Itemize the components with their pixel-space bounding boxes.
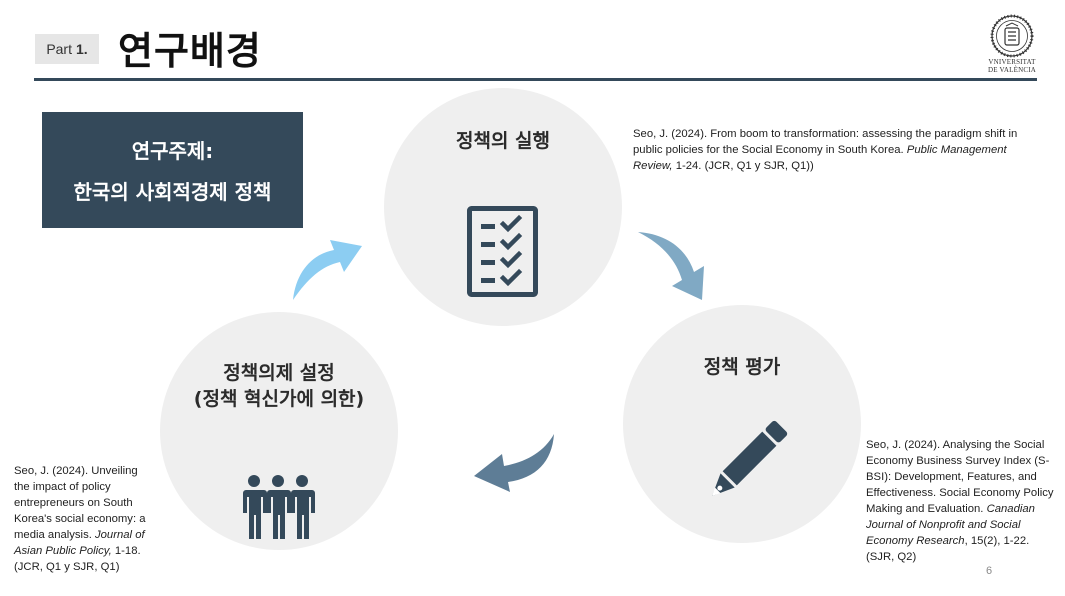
reference-text: Seo, J. (2024). From boom to transformat…	[633, 128, 1018, 156]
pencil-icon	[712, 420, 788, 496]
university-seal-icon	[990, 14, 1034, 58]
reference-evaluation: Seo, J. (2024). Analysing the Social Eco…	[866, 437, 1058, 565]
reference-journal: Canadian Journal of Nonprofit and Social…	[866, 503, 1035, 547]
logo-line-2: DE VALÈNCIA	[987, 66, 1037, 74]
people-icon	[243, 475, 315, 539]
reference-details: , 15(2), 1-22. (SJR, Q2)	[866, 535, 1030, 563]
header-divider	[34, 78, 1037, 81]
reference-text: Seo, J. (2024). Analysing the Social Eco…	[866, 439, 1054, 515]
label-implementation: 정책의 실행	[455, 130, 550, 152]
part-number: 1.	[76, 41, 88, 57]
curved-arrow-icon	[474, 434, 554, 492]
topic-line-1: 연구주제:	[131, 139, 214, 163]
page-number: 6	[986, 565, 993, 577]
curved-arrow-icon	[293, 240, 362, 300]
curved-arrow-icon	[638, 232, 704, 300]
reference-implementation: Seo, J. (2024). From boom to transformat…	[633, 126, 1023, 174]
topic-line-2: 한국의 사회적경제 정책	[73, 180, 272, 204]
checklist-icon	[467, 206, 538, 297]
reference-details: 1-24. (JCR, Q1 y SJR, Q1))	[672, 160, 814, 172]
label-agenda-line-2: (정책 혁신가에 의한)	[193, 388, 365, 410]
circle-evaluation	[623, 305, 861, 543]
reference-text: Seo, J. (2024). Unveiling the impact of …	[14, 465, 146, 541]
page-title: 연구배경	[118, 29, 262, 73]
reference-journal: Public Management Review,	[633, 144, 1007, 172]
label-evaluation: 정책 평가	[703, 356, 781, 378]
label-agenda-setting: 정책의제 설정 (정책 혁신가에 의한)	[160, 360, 398, 412]
reference-agenda-setting: Seo, J. (2024). Unveiling the impact of …	[14, 463, 156, 575]
research-topic-box: 연구주제: 한국의 사회적경제 정책	[42, 112, 303, 228]
reference-details: 1-18. (JCR, Q1 y SJR, Q1)	[14, 545, 141, 573]
logo-line-1: VNIVERSITAT	[988, 58, 1036, 66]
part-tag: Part 1.	[35, 34, 99, 64]
label-agenda-line-1: 정책의제 설정	[223, 362, 335, 384]
part-label: Part	[46, 41, 72, 57]
reference-journal: Journal of Asian Public Policy,	[14, 529, 145, 557]
university-logo: VNIVERSITAT DE VALÈNCIA	[984, 14, 1040, 74]
